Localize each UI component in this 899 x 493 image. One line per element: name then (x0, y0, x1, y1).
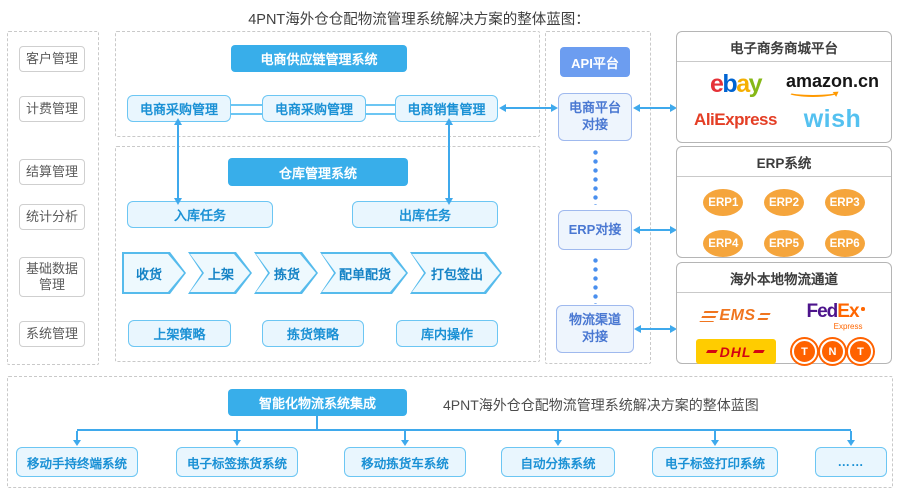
system-picking-cart: 移动拣货车系统 (344, 447, 466, 477)
double-arrow-sales-outbound (445, 118, 453, 205)
dhl-dash-icon (705, 350, 718, 353)
ems-speedlines-icon (756, 312, 771, 320)
system-auto-sorting: 自动分拣系统 (501, 447, 615, 477)
tree-arrow (73, 431, 81, 446)
dotted-connector (593, 150, 598, 205)
flow-step-pick: 拣货 (254, 252, 318, 294)
outbound-task-box: 出库任务 (352, 201, 498, 228)
erp-pill: ERP1 (703, 189, 744, 216)
aliexpress-logo-icon: AliExpress (694, 109, 777, 129)
sidebar-item-customer: 客户管理 (19, 46, 85, 72)
erp-link-box: ERP对接 (558, 210, 632, 250)
tnt-logo-icon: T N T (791, 339, 875, 364)
tree-stub (316, 416, 318, 430)
dhl-logo-icon: DHL (695, 339, 776, 364)
tree-arrow (554, 431, 562, 446)
tree-line (77, 429, 851, 431)
fedex-dot-icon (861, 307, 865, 311)
double-arrow-purchase-inbound (174, 118, 182, 205)
double-arrow-sales-api (499, 104, 558, 112)
erp-items: ERP1 ERP2 ERP3 ERP4 ERP5 ERP6 (677, 177, 891, 269)
amazon-smile-icon (787, 88, 838, 97)
sidebar-item-settlement: 结算管理 (19, 159, 85, 185)
flow-step-pack: 打包签出 (410, 252, 502, 294)
module-connector (231, 104, 262, 115)
warehouse-header: 仓库管理系统 (228, 158, 408, 186)
ems-speedlines-icon (699, 310, 719, 322)
double-arrow-api-erp (633, 226, 677, 234)
flow-step-assemble: 配单配货 (320, 252, 408, 294)
amazon-logo-icon: amazon.cn (786, 71, 879, 99)
tree-arrow (711, 431, 719, 446)
integration-header: 智能化物流系统集成 (228, 389, 407, 416)
strategy-picking: 拣货策略 (262, 320, 364, 347)
ems-logo-icon: EMS (699, 307, 771, 325)
integration-caption: 4PNT海外仓仓配物流管理系统解决方案的整体蓝图 (443, 397, 759, 413)
strategy-inwarehouse: 库内操作 (396, 320, 498, 347)
logistics-panel-title: 海外本地物流通道 (677, 263, 891, 293)
erp-pill: ERP4 (703, 230, 744, 257)
system-etag-printing: 电子标签打印系统 (652, 447, 778, 477)
tree-arrow (233, 431, 241, 446)
erp-pill: ERP6 (824, 230, 865, 257)
api-platform-header: API平台 (560, 47, 630, 77)
tree-arrow (401, 431, 409, 446)
module-sales: 电商销售管理 (395, 95, 498, 122)
module-purchase-2: 电商采购管理 (262, 95, 366, 122)
dhl-dash-icon (753, 350, 766, 353)
sidebar-item-basic-data: 基础数据管理 (19, 257, 85, 297)
erp-pill: ERP5 (763, 230, 804, 257)
strategy-shelving: 上架策略 (128, 320, 231, 347)
module-connector (366, 104, 395, 115)
sidebar-item-statistics: 统计分析 (19, 204, 85, 230)
erp-panel-title: ERP系统 (677, 147, 891, 177)
module-purchase-1: 电商采购管理 (127, 95, 231, 122)
erp-pill: ERP3 (824, 189, 865, 216)
ecommerce-link-box: 电商平台对接 (558, 93, 632, 141)
sidebar-panel: 客户管理 计费管理 结算管理 统计分析 基础数据管理 系统管理 (7, 31, 99, 365)
system-handheld-terminal: 移动手持终端系统 (16, 447, 138, 477)
flow-step-receive: 收货 (122, 252, 186, 294)
mall-panel-title: 电子商务商城平台 (677, 32, 891, 62)
warehouse-flow: 收货 上架 拣货 配单配货 打包签出 (122, 252, 502, 294)
inbound-task-box: 入库任务 (127, 201, 273, 228)
logistics-link-box: 物流渠道对接 (556, 305, 634, 353)
flow-step-shelve: 上架 (188, 252, 252, 294)
erp-panel: ERP系统 ERP1 ERP2 ERP3 ERP4 ERP5 ERP6 (676, 146, 892, 258)
double-arrow-api-mall (633, 104, 677, 112)
dotted-connector (593, 258, 598, 304)
wish-logo-icon: wish (803, 105, 862, 133)
page-title: 4PNT海外仓仓配物流管理系统解决方案的整体蓝图： (248, 12, 590, 28)
sidebar-item-system: 系统管理 (19, 321, 85, 347)
supply-chain-header: 电商供应链管理系统 (231, 45, 407, 72)
tree-arrow (847, 431, 855, 446)
sidebar-item-billing: 计费管理 (19, 96, 85, 122)
system-more-ellipsis: …… (815, 447, 887, 477)
double-arrow-api-logistics (634, 325, 677, 333)
erp-pill: ERP2 (763, 189, 804, 216)
system-etag-picking: 电子标签拣货系统 (176, 447, 298, 477)
